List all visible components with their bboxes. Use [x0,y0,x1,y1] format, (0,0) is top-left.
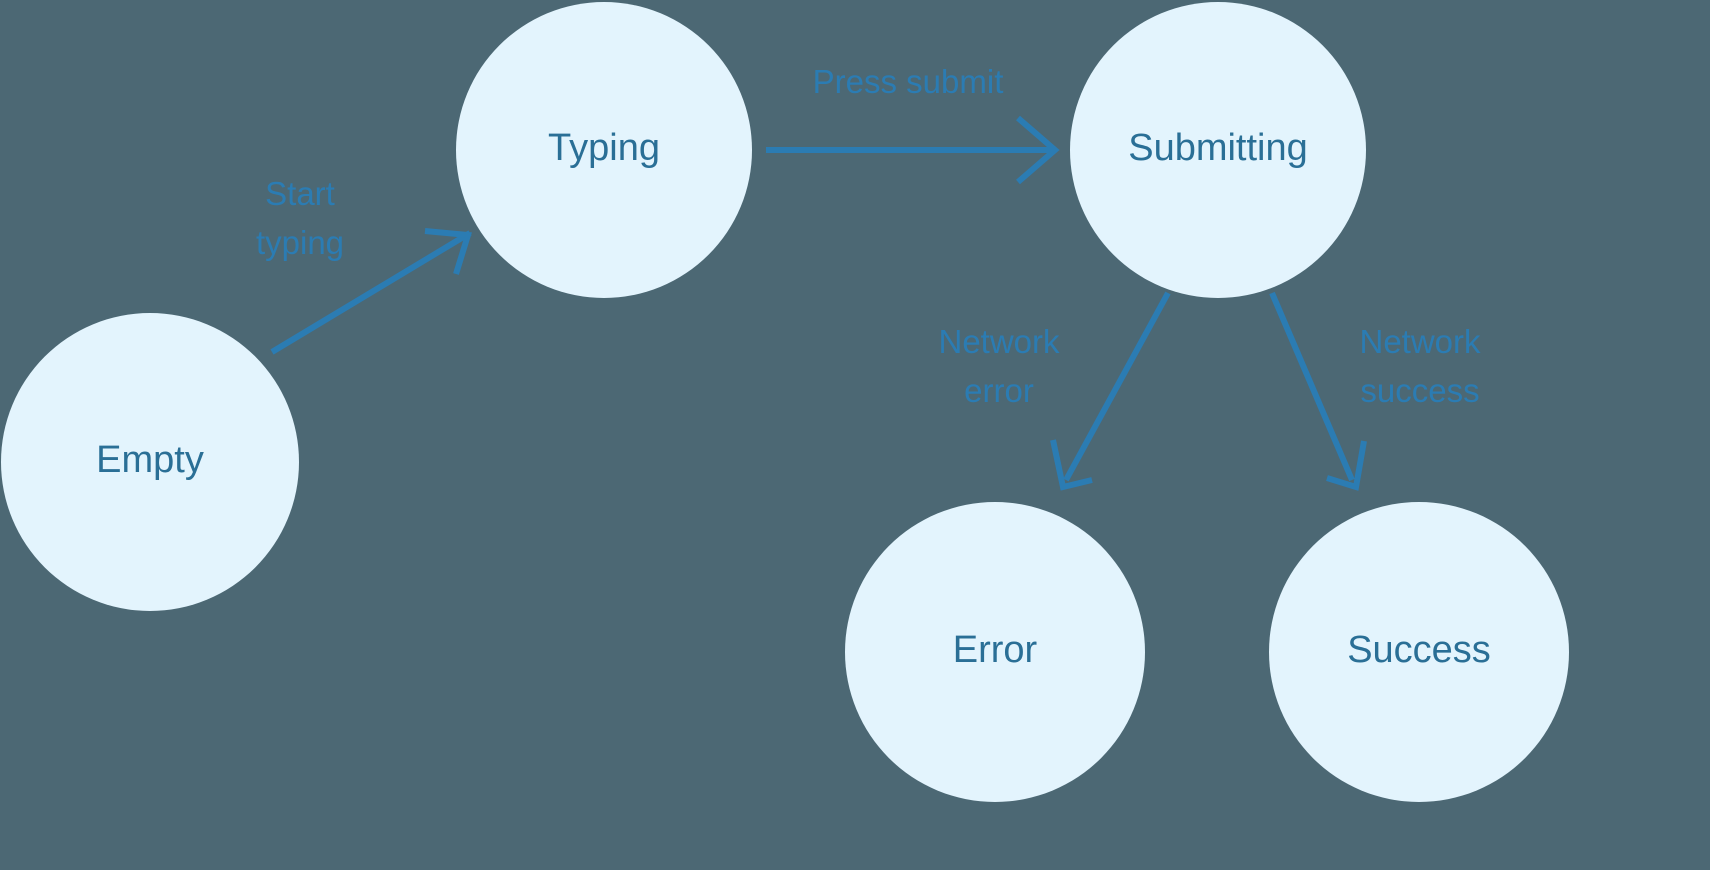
arrowhead-empty-to-typing [424,228,472,275]
state-node-empty-label: Empty [96,439,204,481]
state-node-success[interactable]: Success [1269,502,1569,802]
state-node-typing[interactable]: Typing [456,2,752,298]
arrowhead-submitting-to-error [1050,439,1093,491]
state-node-empty[interactable]: Empty [1,313,299,611]
state-node-submitting-circle[interactable] [1070,2,1366,298]
state-node-error[interactable]: Error [845,502,1145,802]
edge-submitting-to-success [1269,291,1367,491]
edge-label-line-1: Network [938,323,1060,360]
state-node-typing-circle[interactable] [456,2,752,298]
edge-label-submitting-to-success: Network success [1359,323,1481,409]
state-node-submitting[interactable]: Submitting [1070,2,1366,298]
edge-line-empty-to-typing [270,230,472,355]
state-node-typing-label: Typing [548,127,660,169]
state-node-success-circle[interactable] [1269,502,1569,802]
edge-empty-to-typing [270,228,472,355]
state-node-submitting-label: Submitting [1128,127,1308,169]
edge-typing-to-submitting [766,115,1060,185]
edge-label-line-2: error [964,372,1034,409]
state-node-success-label: Success [1347,629,1491,671]
edge-line-submitting-to-success [1269,291,1355,482]
edge-label-line-2: success [1360,372,1479,409]
edge-label-line-1: Start [265,175,335,212]
edge-label-line-1: Press submit [813,63,1004,100]
edge-label-typing-to-submitting: Press submit [813,63,1004,100]
edge-submitting-to-error [1050,291,1171,491]
arrowhead-submitting-to-success [1326,440,1367,491]
edge-label-line-2: typing [256,224,344,261]
edge-label-submitting-to-error: Network error [938,323,1060,409]
edge-line-submitting-to-error [1063,291,1171,482]
state-node-empty-circle[interactable] [1,313,299,611]
edge-label-line-1: Network [1359,323,1481,360]
state-node-error-label: Error [953,629,1038,671]
edge-label-empty-to-typing: Start typing [256,175,344,261]
arrowhead-typing-to-submitting [1016,115,1060,185]
state-node-error-circle[interactable] [845,502,1145,802]
